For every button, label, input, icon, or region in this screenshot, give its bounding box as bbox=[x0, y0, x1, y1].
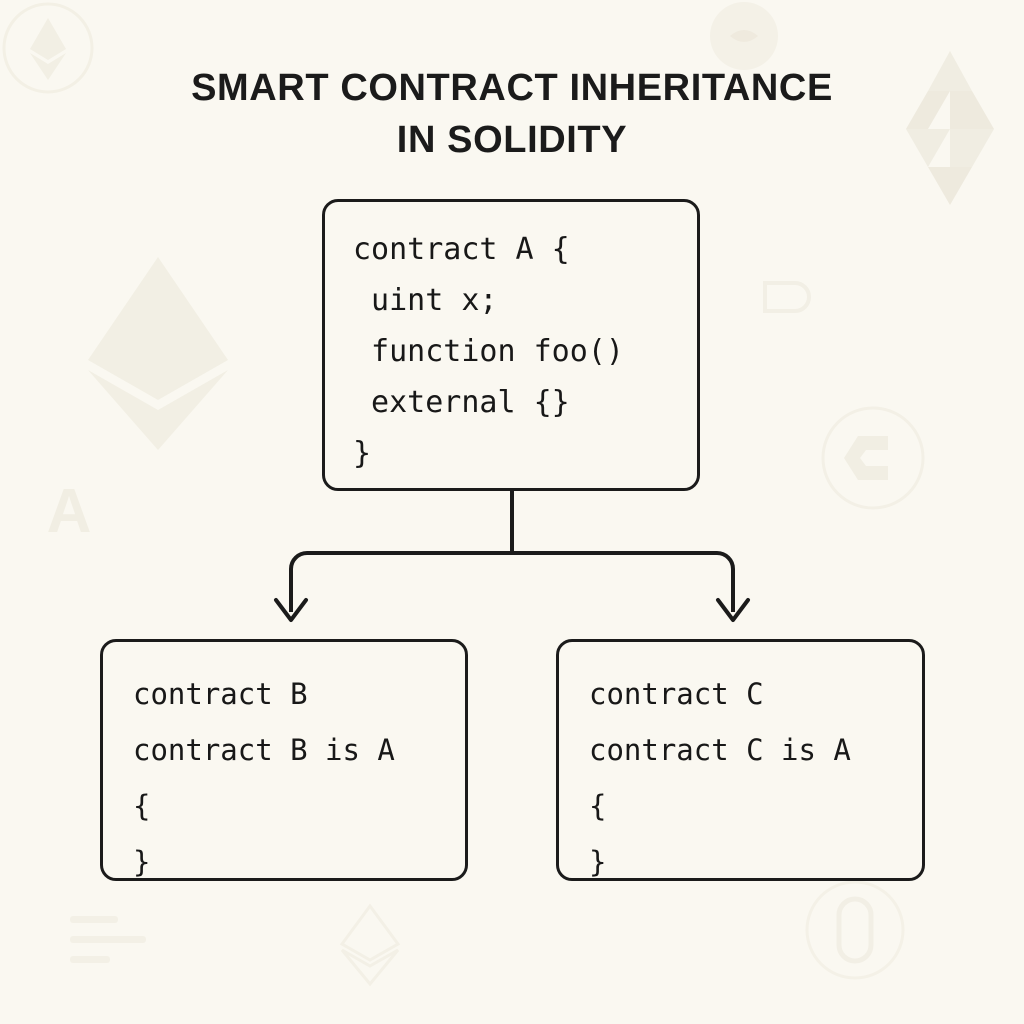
contract-c-code: contract C contract C is A { } bbox=[589, 677, 851, 879]
contract-a-code: contract A { uint x; function foo() exte… bbox=[353, 232, 624, 471]
contract-b-box[interactable]: contract B contract B is A { } bbox=[100, 639, 468, 881]
contract-a-box[interactable]: contract A { uint x; function foo() exte… bbox=[322, 199, 700, 491]
contract-c-box[interactable]: contract C contract C is A { } bbox=[556, 639, 925, 881]
arrowhead-to-c bbox=[716, 598, 750, 622]
edge-a-to-b bbox=[289, 551, 512, 612]
contract-b-code: contract B contract B is A { } bbox=[133, 677, 395, 879]
edge-a-to-c bbox=[512, 551, 735, 612]
page-title: SMART CONTRACT INHERITANCE IN SOLIDITY bbox=[0, 62, 1024, 166]
page-title-line-1: SMART CONTRACT INHERITANCE bbox=[191, 67, 833, 109]
arrowhead-to-b bbox=[274, 598, 308, 622]
page-title-line-2: IN SOLIDITY bbox=[396, 119, 628, 161]
